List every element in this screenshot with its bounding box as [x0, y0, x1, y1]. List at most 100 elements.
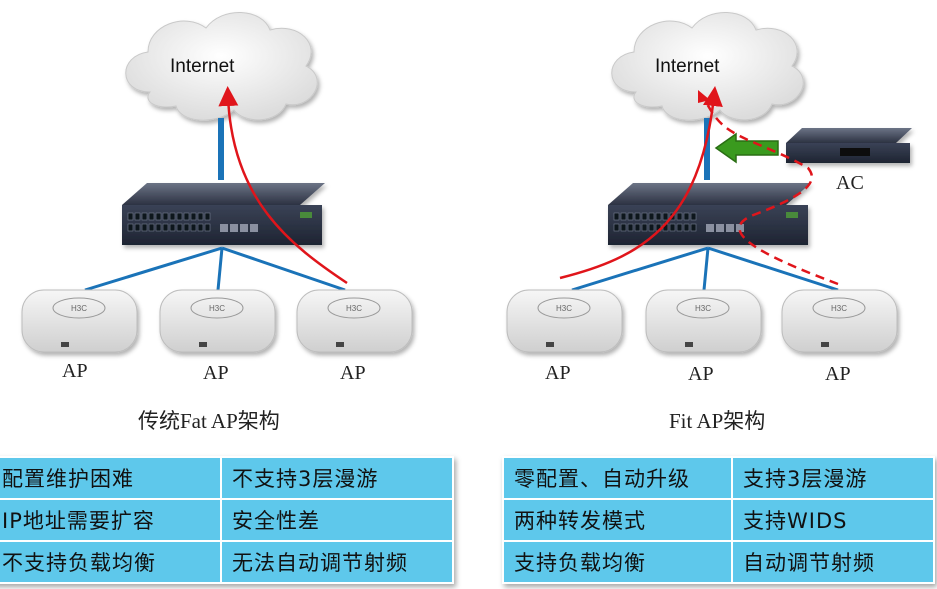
switch-port — [676, 212, 683, 221]
switch-port — [190, 212, 197, 221]
table-cell: 安全性差 — [220, 498, 454, 542]
switch-port — [162, 212, 169, 221]
ap-label-left-3: AP — [340, 362, 366, 384]
ap-left-3 — [296, 289, 413, 353]
switch-port — [676, 223, 683, 232]
ap-brand-logo: H3C — [695, 304, 711, 313]
ap-label-right-3: AP — [825, 363, 851, 385]
switch-port — [148, 223, 155, 232]
sfp-port — [220, 224, 228, 232]
fit-ap-comparison-table: 零配置、自动升级 支持3层漫游 两种转发模式 支持WIDS 支持负载均衡 自动调… — [502, 456, 935, 584]
table-cell: 无法自动调节射频 — [220, 540, 454, 584]
switch-port — [613, 212, 620, 221]
switch-port — [648, 223, 655, 232]
ap-brand-logo: H3C — [71, 304, 87, 313]
sfp-port — [736, 224, 744, 232]
table-cell: 不支持3层漫游 — [220, 456, 454, 500]
switch-port — [169, 212, 176, 221]
tunnel-arrowhead-icon — [698, 90, 710, 103]
switch-port — [655, 212, 662, 221]
ap-brand-logo: H3C — [346, 304, 362, 313]
switch-port — [662, 212, 669, 221]
caption-fat-ap: 传统Fat AP架构 — [138, 409, 280, 433]
ap-left-2 — [159, 289, 276, 353]
switch-port — [690, 212, 697, 221]
switch-port — [155, 223, 162, 232]
table-cell: 配置维护困难 — [0, 456, 222, 500]
switch-port — [683, 223, 690, 232]
switch-port — [127, 223, 134, 232]
ap-brand-logo: H3C — [831, 304, 847, 313]
switch-left — [122, 183, 325, 245]
switch-port — [627, 223, 634, 232]
table-cell: 不支持负载均衡 — [0, 540, 222, 584]
ap-links-left — [84, 246, 346, 292]
switch-port — [127, 212, 134, 221]
switch-port — [613, 223, 620, 232]
switch-port — [627, 212, 634, 221]
table-row: 支持负载均衡 自动调节射频 — [502, 540, 935, 584]
table-cell: 支持负载均衡 — [502, 540, 733, 584]
ac-controller — [786, 128, 912, 163]
switch-port — [690, 223, 697, 232]
ap-label-right-2: AP — [688, 363, 714, 385]
switch-port — [683, 212, 690, 221]
switch-port — [183, 223, 190, 232]
fit-ap-topology — [506, 12, 912, 353]
table-cell: IP地址需要扩容 — [0, 498, 222, 542]
table-cell: 支持WIDS — [731, 498, 935, 542]
switch-port — [634, 212, 641, 221]
switch-port — [176, 223, 183, 232]
table-row: IP地址需要扩容 安全性差 — [0, 498, 454, 542]
ap-label-left-2: AP — [203, 362, 229, 384]
switch-port — [197, 212, 204, 221]
table-row: 零配置、自动升级 支持3层漫游 — [502, 456, 935, 500]
sfp-port — [726, 224, 734, 232]
switch-port — [634, 223, 641, 232]
switch-port — [669, 223, 676, 232]
control-tunnel-right — [700, 95, 839, 286]
switch-port — [155, 212, 162, 221]
ac-label: AC — [836, 172, 864, 194]
switch-port — [197, 223, 204, 232]
uplink-left — [218, 118, 224, 180]
switch-port — [190, 223, 197, 232]
table-cell: 自动调节射频 — [731, 540, 935, 584]
ap-brand-logo: H3C — [556, 304, 572, 313]
ap-label-right-1: AP — [545, 362, 571, 384]
switch-right — [608, 183, 811, 245]
switch-port — [134, 212, 141, 221]
ap-links-right — [571, 246, 839, 292]
switch-port — [134, 223, 141, 232]
traffic-flow-left — [218, 86, 348, 285]
sfp-port — [706, 224, 714, 232]
table-row: 配置维护困难 不支持3层漫游 — [0, 456, 454, 500]
caption-fit-ap: Fit AP架构 — [669, 409, 766, 433]
switch-port — [148, 212, 155, 221]
internet-cloud-right — [611, 12, 804, 121]
table-cell: 零配置、自动升级 — [502, 456, 733, 500]
ap-left-1 — [21, 289, 138, 353]
switch-port — [169, 223, 176, 232]
ap-right-3 — [781, 289, 898, 353]
switch-port — [176, 212, 183, 221]
fat-ap-topology — [21, 12, 413, 353]
switch-port — [620, 212, 627, 221]
internet-label-left: Internet — [170, 56, 235, 77]
switch-port — [204, 212, 211, 221]
switch-port — [641, 212, 648, 221]
data-flow-right — [559, 86, 723, 280]
table-cell: 两种转发模式 — [502, 498, 733, 542]
ap-right-1 — [506, 289, 623, 353]
sfp-port — [716, 224, 724, 232]
switch-port — [141, 223, 148, 232]
switch-port — [141, 212, 148, 221]
switch-port — [648, 212, 655, 221]
switch-port — [183, 212, 190, 221]
green-arrow-icon — [714, 132, 779, 164]
internet-cloud-left — [125, 12, 318, 121]
internet-label-right: Internet — [655, 56, 720, 77]
sfp-port — [230, 224, 238, 232]
fat-ap-comparison-table: 配置维护困难 不支持3层漫游 IP地址需要扩容 安全性差 不支持负载均衡 无法自… — [0, 456, 454, 584]
